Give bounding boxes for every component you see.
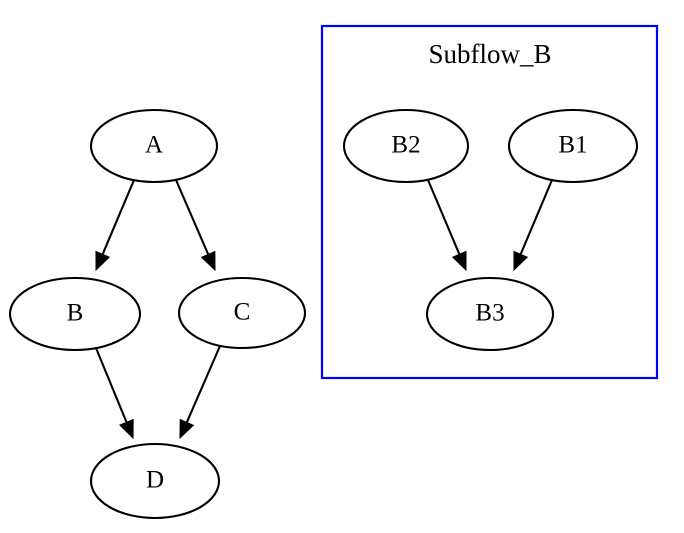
node-label: B2 [391,132,420,159]
edge-arrowhead-icon [513,250,529,272]
edge-line [519,179,553,255]
edge-b-to-d [95,347,134,440]
edge-c-to-d [179,345,221,440]
edge-arrowhead-icon [451,250,467,272]
edge-a-to-c [175,179,216,272]
edge-b1-to-b3 [513,179,553,272]
clusters-layer: Subflow_B [320,24,659,380]
edge-line [101,179,135,255]
node-b1[interactable]: B1 [507,108,639,184]
node-label: A [145,132,163,159]
edges-layer [95,179,553,440]
edge-arrowhead-icon [179,418,195,440]
node-b[interactable]: B [8,276,142,352]
cluster-subflow_b: Subflow_B [320,24,659,380]
node-shape[interactable] [425,276,555,352]
node-d[interactable]: D [89,442,221,520]
node-shape[interactable] [507,108,639,184]
node-label: B [67,300,84,327]
node-a[interactable]: A [89,108,219,184]
edge-b2-to-b3 [427,179,467,272]
node-label: B3 [475,300,504,327]
node-label: B1 [558,132,587,159]
edge-line [185,345,221,423]
edge-line [95,347,128,423]
edge-arrowhead-icon [200,250,216,272]
node-label: C [234,299,251,326]
node-shape[interactable] [342,108,470,184]
edge-line [175,179,210,255]
node-shape[interactable] [89,108,219,184]
node-b3[interactable]: B3 [425,276,555,352]
edge-arrowhead-icon [95,250,111,272]
node-shape[interactable] [8,276,142,352]
cluster-border [320,24,659,380]
node-c[interactable]: C [177,276,307,350]
cluster-label: Subflow_B [428,39,551,69]
node-shape[interactable] [177,276,307,350]
edge-line [427,179,461,255]
node-b2[interactable]: B2 [342,108,470,184]
edge-a-to-b [95,179,135,272]
node-label: D [146,467,164,494]
edge-arrowhead-icon [118,418,134,440]
node-shape[interactable] [89,442,221,520]
